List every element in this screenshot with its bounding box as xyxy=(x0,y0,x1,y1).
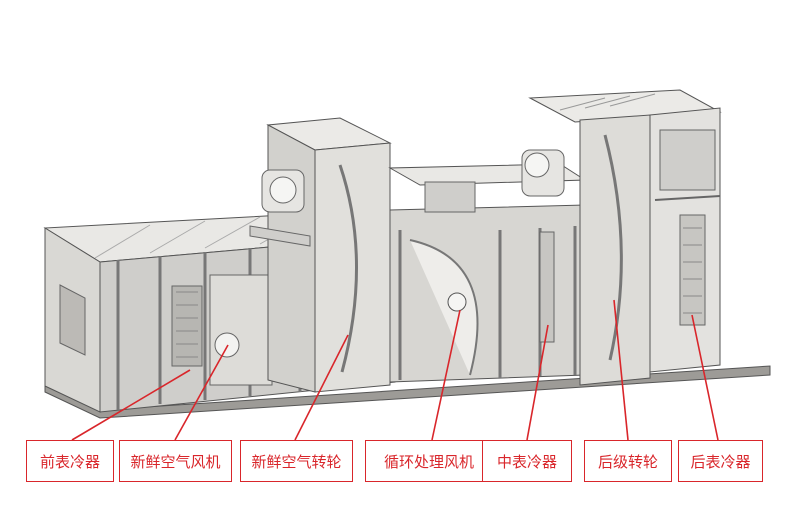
label-middle-cooler: 中表冷器 xyxy=(482,440,572,482)
rear-cooler-section xyxy=(649,107,721,373)
leader-front-cooler xyxy=(71,369,191,441)
leader-middle-cooler xyxy=(526,324,549,441)
leader-fresh-air-fan xyxy=(174,344,229,441)
label-rear-wheel: 后级转轮 xyxy=(584,440,672,482)
leader-fresh-air-wheel xyxy=(294,334,349,441)
label-recirc-fan: 循环处理风机 xyxy=(365,440,493,482)
fresh-air-wheel-tower xyxy=(249,117,392,393)
label-fresh-air-fan: 新鲜空气风机 xyxy=(119,440,232,482)
leader-rear-cooler xyxy=(691,314,719,441)
label-rear-cooler: 后表冷器 xyxy=(678,440,763,482)
label-fresh-air-wheel: 新鲜空气转轮 xyxy=(240,440,353,482)
leader-lines xyxy=(71,299,719,441)
leader-recirc-fan xyxy=(431,309,461,441)
leader-rear-wheel xyxy=(613,299,629,441)
label-front-cooler: 前表冷器 xyxy=(26,440,114,482)
middle-section xyxy=(388,149,587,383)
